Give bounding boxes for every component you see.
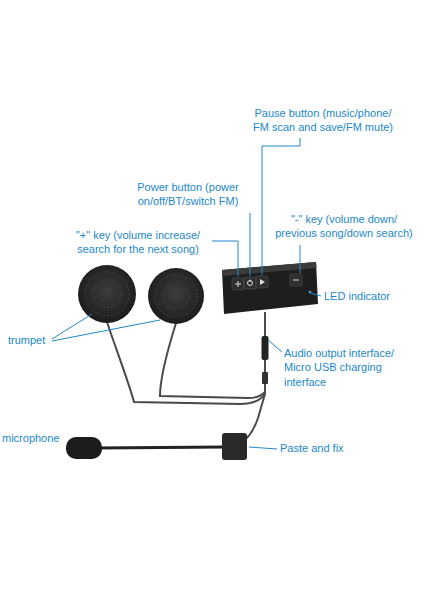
inline-sleeve	[262, 336, 269, 360]
part-callout: microphone	[2, 431, 59, 445]
mic-boom	[98, 447, 224, 448]
control-unit	[222, 262, 318, 314]
button-callout: Power button (power on/off/BT/switch FM)	[123, 180, 253, 209]
microphone-foam	[66, 437, 102, 459]
speakers	[78, 265, 204, 324]
part-callout: LED indicator	[324, 289, 390, 303]
leader-lines	[52, 138, 321, 449]
plug	[262, 372, 268, 384]
part-callout: Paste and fix	[280, 441, 344, 455]
button-callout: "-" key (volume down/ previous song/down…	[269, 212, 419, 241]
button-callout: "+" key (volume increase/ search for the…	[67, 228, 209, 257]
wires	[107, 312, 265, 444]
button-callout: Pause button (music/phone/ FM scan and s…	[248, 106, 398, 135]
part-callout: Audio output interface/ Micro USB chargi…	[284, 346, 420, 389]
paste-pad	[222, 433, 247, 460]
part-callout: trumpet	[8, 333, 45, 347]
